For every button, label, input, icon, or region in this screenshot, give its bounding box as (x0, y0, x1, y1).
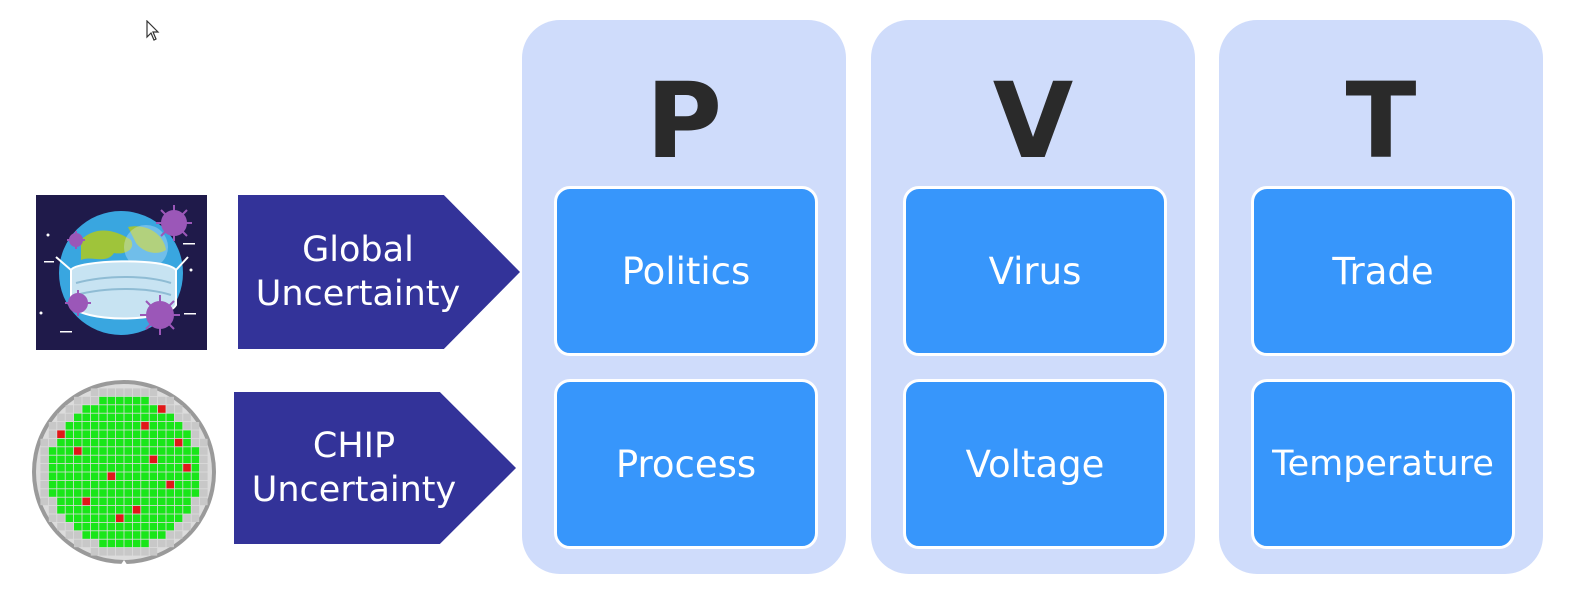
chip-uncertainty-arrow: CHIP Uncertainty (234, 392, 516, 544)
column-letter: T (1345, 60, 1417, 182)
box-process: Process (554, 379, 818, 549)
box-trade: Trade (1251, 186, 1515, 356)
box-virus: Virus (903, 186, 1167, 356)
arrow-label-line1: CHIP (312, 426, 396, 466)
box-voltage: Voltage (903, 379, 1167, 549)
box-temperature: Temperature (1251, 379, 1515, 549)
column-v: V Virus Voltage (871, 20, 1195, 574)
arrow-label-line2: Uncertainty (255, 274, 461, 314)
mouse-cursor-icon (146, 20, 160, 41)
column-p: P Politics Process (522, 20, 846, 574)
arrow-label-line1: Global (302, 230, 414, 270)
silicon-wafer-icon (32, 380, 216, 566)
global-uncertainty-arrow: Global Uncertainty (238, 195, 520, 349)
arrow-label-line2: Uncertainty (251, 470, 457, 510)
box-politics: Politics (554, 186, 818, 356)
globe-with-mask-icon (36, 195, 207, 350)
column-letter: P (645, 60, 723, 182)
column-letter: V (992, 60, 1074, 182)
column-t: T Trade Temperature (1219, 20, 1543, 574)
